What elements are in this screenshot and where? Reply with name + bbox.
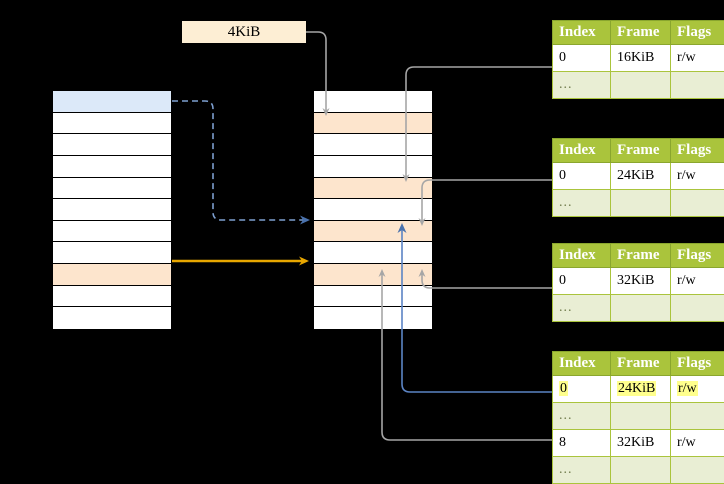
table-row-ellipsis: ... <box>553 295 724 322</box>
virtual-page-row <box>53 113 171 135</box>
virtual-page-row <box>53 286 171 308</box>
physical-frame-row <box>314 113 432 135</box>
cell-index: 8 <box>553 430 611 457</box>
cell-frame <box>611 72 671 99</box>
cell-frame: 24KiB <box>611 163 671 190</box>
physical-frame-row <box>314 199 432 221</box>
cell-flags: r/w <box>671 430 724 457</box>
cell-frame <box>611 295 671 322</box>
physical-frame-row <box>314 91 432 113</box>
cell-index: ... <box>553 457 611 484</box>
cell-flags: r/w <box>671 268 724 295</box>
cell-frame: 32KiB <box>611 268 671 295</box>
cell-index: ... <box>553 72 611 99</box>
cell-flags <box>671 403 724 430</box>
cell-index: 0 <box>553 376 611 403</box>
physical-frame-row <box>314 221 432 243</box>
column-header-flags: Flags <box>671 139 724 163</box>
column-header-frame: Frame <box>611 244 671 268</box>
cell-frame: 32KiB <box>611 430 671 457</box>
cell-frame: 16KiB <box>611 45 671 72</box>
page-size-label: 4KiB <box>182 21 306 43</box>
column-header-index: Index <box>553 352 611 376</box>
cell-flags <box>671 295 724 322</box>
cell-flags <box>671 72 724 99</box>
virtual-page-row <box>53 199 171 221</box>
cell-index: 0 <box>553 45 611 72</box>
virtual-address-space-column <box>52 90 172 330</box>
physical-frame-row <box>314 178 432 200</box>
virtual-page-row <box>53 156 171 178</box>
column-header-index: Index <box>553 21 611 45</box>
virtual-page-row <box>53 178 171 200</box>
cell-index: 0 <box>553 268 611 295</box>
column-header-index: Index <box>553 139 611 163</box>
virtual-page-row <box>53 264 171 286</box>
column-header-flags: Flags <box>671 244 724 268</box>
physical-frame-row <box>314 307 432 329</box>
column-header-flags: Flags <box>671 352 724 376</box>
cell-frame <box>611 403 671 430</box>
column-header-frame: Frame <box>611 352 671 376</box>
cell-index: ... <box>553 295 611 322</box>
cell-frame <box>611 190 671 217</box>
virtual-page-row <box>53 242 171 264</box>
cell-flags <box>671 190 724 217</box>
physical-frame-row <box>314 242 432 264</box>
physical-memory-column <box>313 90 433 330</box>
virtual-page-row <box>53 134 171 156</box>
cell-flags <box>671 457 724 484</box>
table-row-ellipsis: ... <box>553 72 724 99</box>
virtual-page-row <box>53 307 171 329</box>
connector-pt2-to-frame <box>422 180 552 222</box>
cell-flags: r/w <box>671 45 724 72</box>
column-header-frame: Frame <box>611 139 671 163</box>
virtual-page-row <box>53 221 171 243</box>
cell-flags: r/w <box>671 376 724 403</box>
virtual-page-row <box>53 91 171 113</box>
column-header-frame: Frame <box>611 21 671 45</box>
table-row-ellipsis: ... <box>553 190 724 217</box>
column-header-flags: Flags <box>671 21 724 45</box>
physical-frame-row <box>314 286 432 308</box>
physical-frame-row <box>314 134 432 156</box>
cell-index: ... <box>553 403 611 430</box>
table-row-ellipsis: ... <box>553 403 724 430</box>
cell-index: 0 <box>553 163 611 190</box>
physical-frame-row <box>314 264 432 286</box>
cell-index: ... <box>553 190 611 217</box>
connector-pt3-to-frame <box>422 273 552 288</box>
column-header-index: Index <box>553 244 611 268</box>
physical-frame-row <box>314 156 432 178</box>
cell-flags: r/w <box>671 163 724 190</box>
connector-vaddr-blue-to-frame <box>172 101 305 220</box>
table-row-ellipsis: ... <box>553 457 724 484</box>
cell-frame <box>611 457 671 484</box>
cell-frame: 24KiB <box>611 376 671 403</box>
